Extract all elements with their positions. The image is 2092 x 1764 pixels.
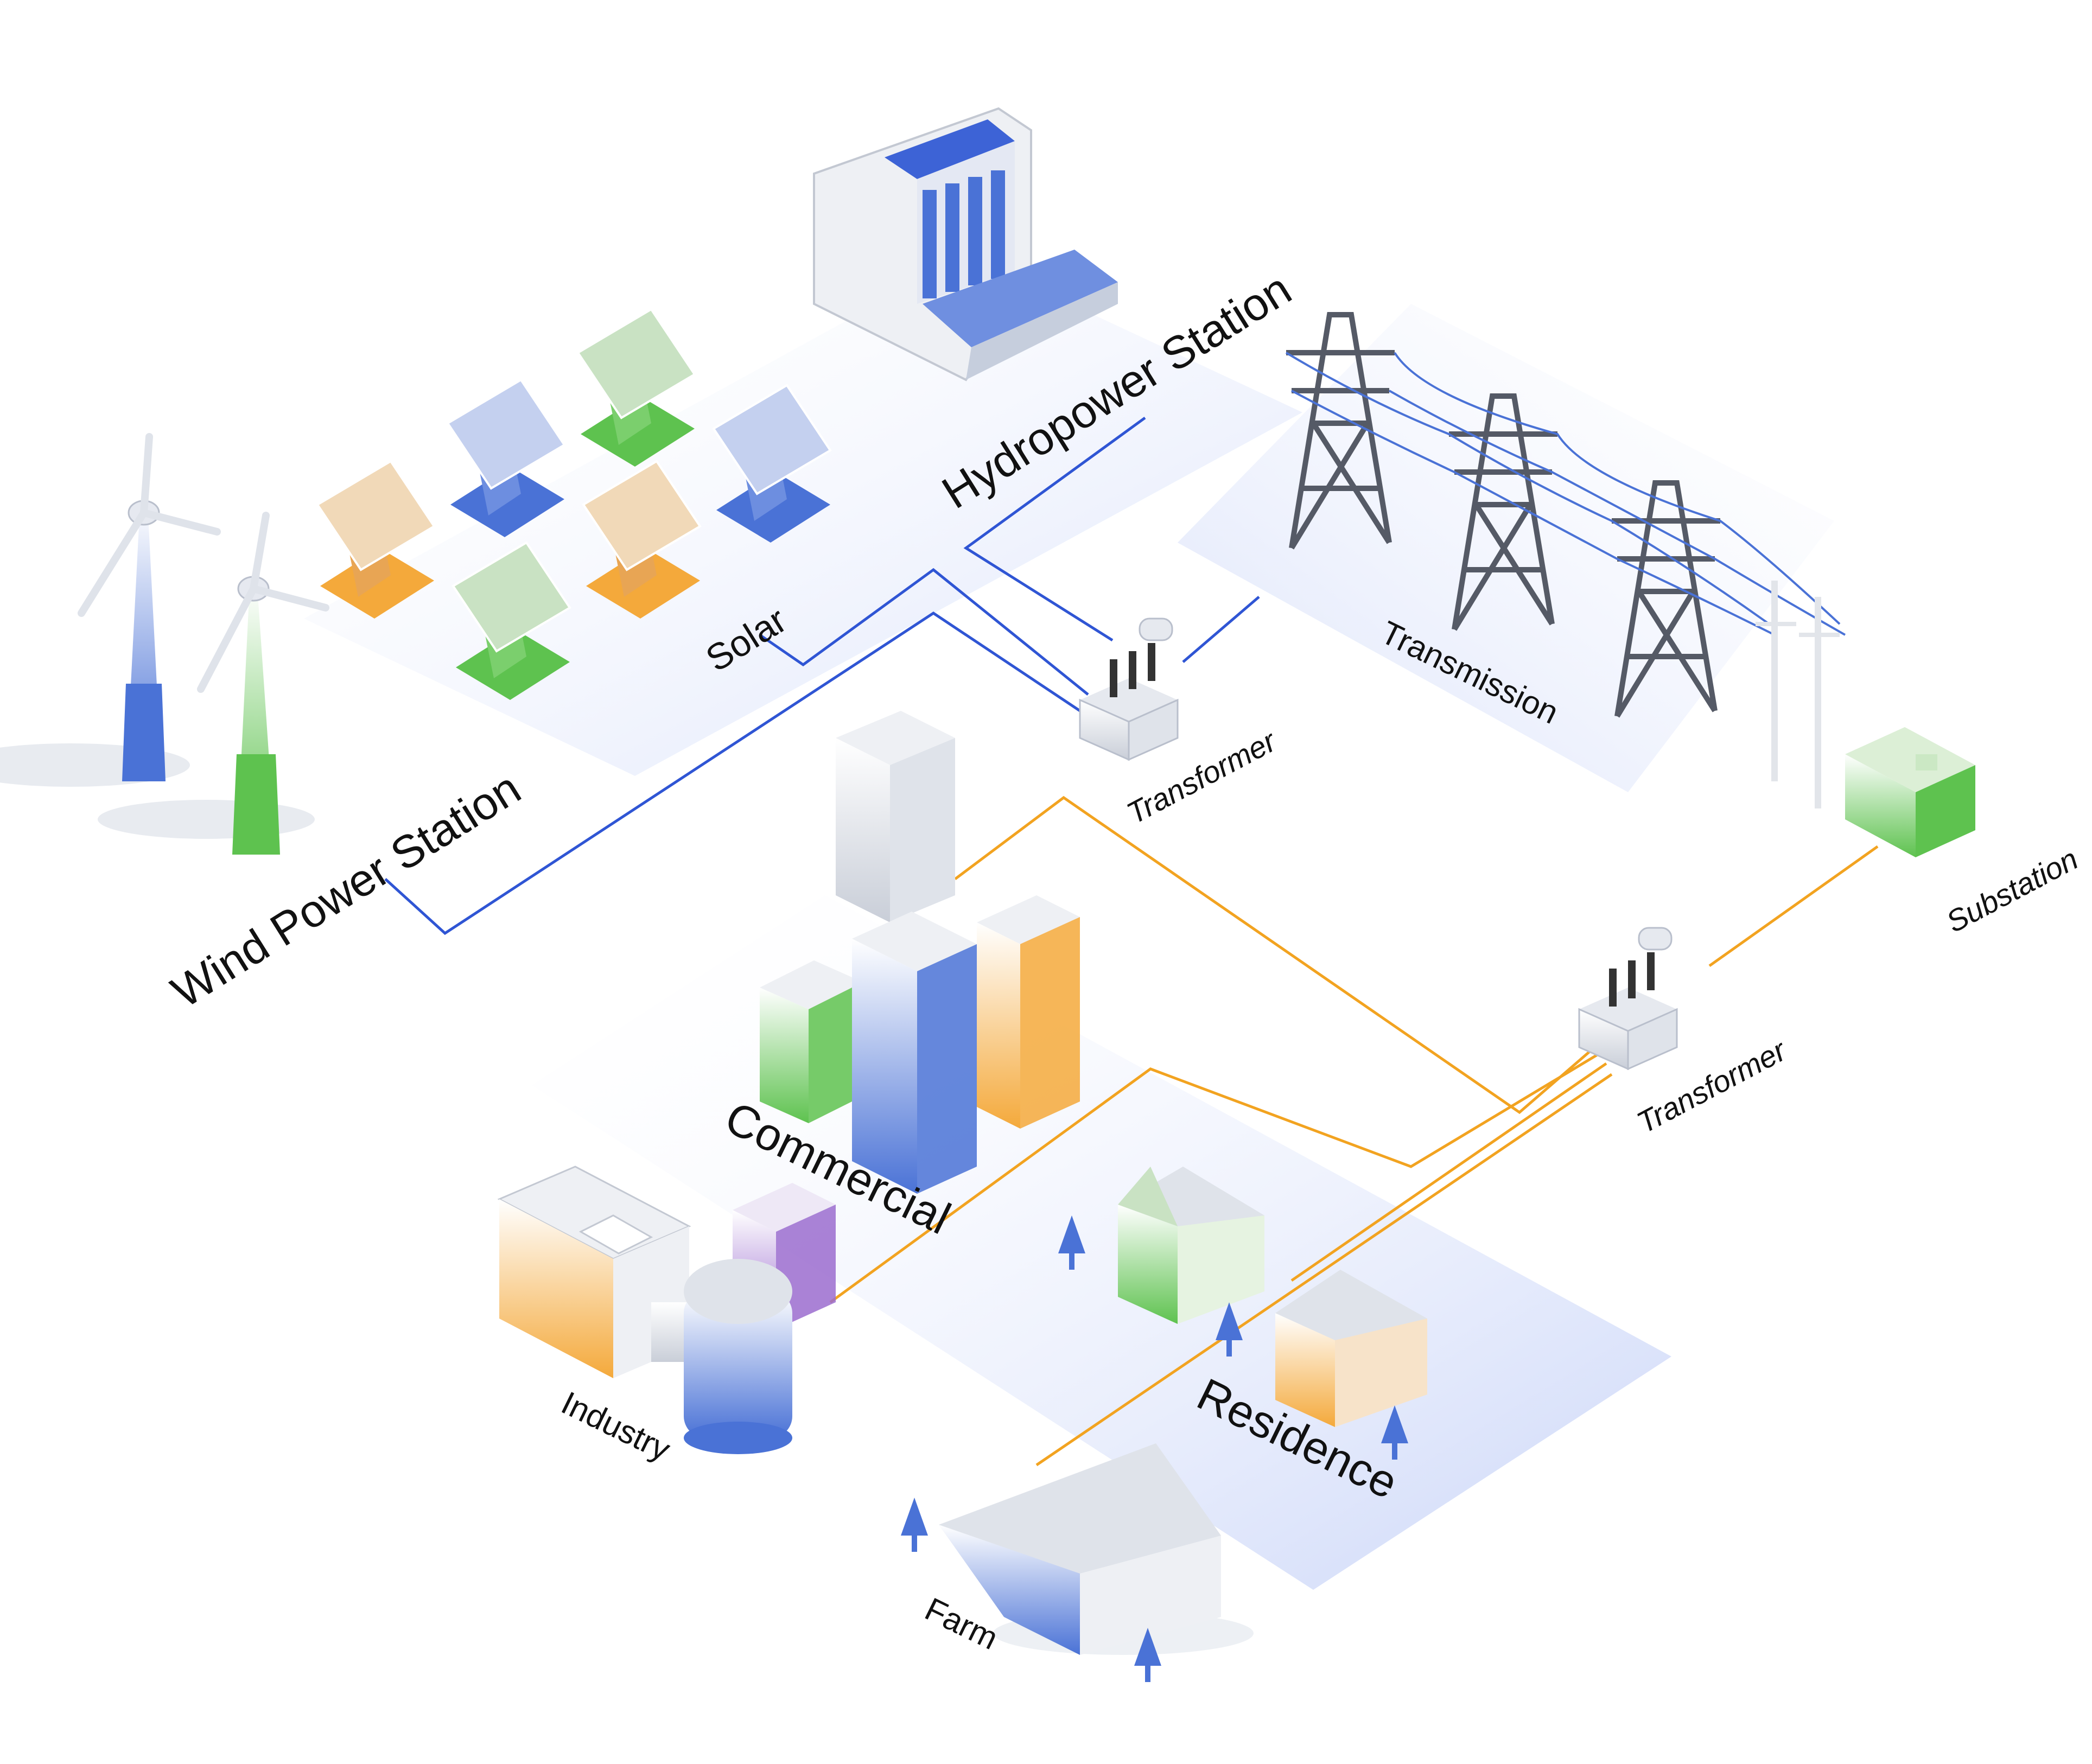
solar-panels <box>316 308 832 700</box>
solar-panel-orange-2 <box>582 460 702 619</box>
solar-panel-green-1 <box>576 308 696 467</box>
wind-to-transformer-line <box>384 612 1081 935</box>
substation-to-transformer-line <box>1708 845 1879 967</box>
building-orange <box>977 895 1080 1129</box>
tree-2 <box>1216 1302 1243 1357</box>
tree-4 <box>901 1498 928 1552</box>
solar-to-transformer-line <box>759 568 1089 696</box>
transformer-to-farm-line <box>1035 1073 1613 1467</box>
utility-poles <box>1756 581 1840 808</box>
substation-building <box>1845 727 1975 857</box>
transformer-top <box>1079 617 1179 761</box>
transmission-towers <box>1286 312 1720 718</box>
solar-panel-green-2 <box>452 541 571 700</box>
label-substation: Substation <box>1941 842 2083 939</box>
power-lines <box>1285 352 1846 636</box>
building-green <box>760 960 863 1123</box>
label-farm: Farm <box>919 1590 1003 1657</box>
tower-tall <box>836 711 977 1194</box>
trees <box>901 1215 1408 1682</box>
generation-lines <box>384 416 1260 935</box>
transformer-to-residence-line <box>1290 1062 1607 1282</box>
tree-1 <box>1058 1215 1085 1270</box>
commercial-buildings <box>760 711 1080 1194</box>
house-green <box>1118 1167 1264 1324</box>
solar-panel-orange-1 <box>316 460 436 619</box>
house-orange <box>1275 1270 1427 1427</box>
storage-tank <box>651 1259 792 1454</box>
tower-1 <box>1286 312 1395 550</box>
industry-buildings <box>497 1166 836 1454</box>
tower-2 <box>1449 393 1557 631</box>
solar-panel-blue-2 <box>712 384 832 543</box>
farm-barn <box>939 1443 1254 1655</box>
wind-turbine-2 <box>98 512 329 855</box>
transformer-to-industry-line <box>829 1051 1602 1304</box>
residence-houses <box>1118 1167 1427 1427</box>
solar-panel-blue-1 <box>446 378 566 537</box>
wind-turbine-1 <box>0 433 221 787</box>
tree-5 <box>1134 1628 1161 1682</box>
hydropower-dam <box>813 107 1118 381</box>
label-industry: Industry <box>556 1384 676 1468</box>
transformer-to-transmission-line <box>1182 596 1260 663</box>
tree-3 <box>1381 1405 1408 1460</box>
transformer-bottom <box>1578 927 1678 1071</box>
hydro-to-transformer-line <box>963 416 1146 642</box>
distribution-lines <box>829 795 1879 1467</box>
